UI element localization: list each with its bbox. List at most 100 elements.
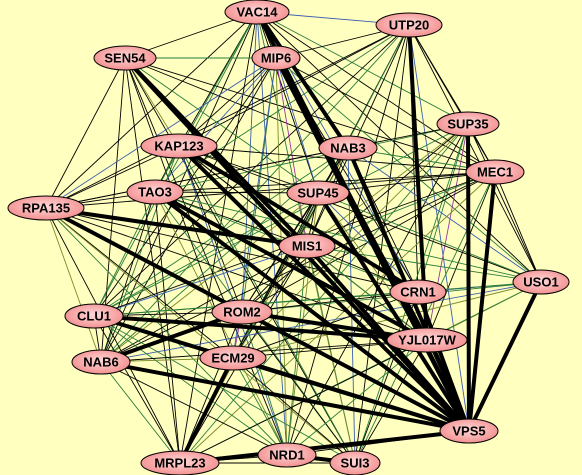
node-yjl017w[interactable]: YJL017W [386, 327, 468, 353]
node-label: VPS5 [452, 424, 485, 439]
edge-mip6-rpa135 [45, 57, 277, 209]
edge-utp20-rpa135 [45, 24, 410, 209]
edge-vac14-sup45 [256, 11, 319, 194]
edge-nab3-rpa135 [45, 147, 349, 209]
edge-sen54-mrpl23 [124, 57, 181, 464]
node-ellipse[interactable] [224, 0, 290, 25]
edge-rpa135-ecm29 [45, 207, 234, 359]
node-label: ROM2 [223, 305, 261, 320]
node-vac14[interactable]: VAC14 [224, 0, 290, 25]
edge-mec1-mis1 [306, 171, 496, 247]
node-rpa135[interactable]: RPA135 [7, 195, 85, 221]
edge-rpa135-mrpl23 [45, 207, 181, 464]
edge-vac14-tao3 [154, 11, 258, 193]
edge-mec1-yjl017w [426, 171, 496, 341]
node-ellipse[interactable] [318, 135, 378, 161]
node-ellipse[interactable] [257, 442, 317, 468]
thick-edge-nab6-vps5 [99, 360, 471, 433]
edge-uso1-rom2 [241, 281, 542, 313]
node-label: NAB6 [83, 355, 118, 370]
node-label: NAB3 [330, 141, 365, 156]
node-mec1[interactable]: MEC1 [465, 159, 525, 185]
edge-sup35-yjl017w [426, 123, 469, 341]
node-label: MEC1 [477, 165, 513, 180]
node-ellipse[interactable] [465, 159, 525, 185]
node-ellipse[interactable] [439, 418, 499, 444]
node-kap123[interactable]: KAP123 [140, 133, 218, 159]
edge-mis1-yjl017w [306, 245, 428, 341]
edge-utp20-vps5 [408, 24, 470, 432]
node-ellipse[interactable] [278, 233, 336, 259]
node-ellipse[interactable] [329, 450, 381, 475]
node-label: TAO3 [138, 185, 172, 200]
node-ellipse[interactable] [64, 303, 124, 329]
node-ellipse[interactable] [140, 133, 218, 159]
node-mip6[interactable]: MIP6 [251, 45, 301, 71]
edge-clu1-nrd1 [93, 315, 288, 456]
node-label: MIS1 [292, 239, 322, 254]
thick-edge-crn1-vps5 [416, 290, 471, 433]
edge-crn1-sui3 [354, 291, 419, 464]
node-ecm29[interactable]: ECM29 [199, 345, 267, 371]
edge-kap123-sui3 [178, 145, 356, 464]
edge-sup45-rom2 [241, 192, 319, 313]
thick-edge-vac14-vps5 [255, 10, 471, 433]
edge-clu1-mrpl23 [93, 315, 181, 464]
node-label: CLU1 [77, 309, 111, 324]
edge-mip6-uso1 [275, 57, 542, 283]
node-ellipse[interactable] [140, 450, 220, 475]
edge-kap123-rom2 [178, 145, 243, 313]
node-vps5[interactable]: VPS5 [439, 418, 499, 444]
thick-edge-uso1-vps5 [467, 280, 543, 433]
node-utp20[interactable]: UTP20 [375, 12, 443, 38]
node-ellipse[interactable] [286, 180, 350, 206]
node-ellipse[interactable] [126, 179, 184, 205]
node-sui3[interactable]: SUI3 [329, 450, 381, 475]
edge-yjl017w-nab6 [100, 339, 428, 363]
node-nab3[interactable]: NAB3 [318, 135, 378, 161]
node-rom2[interactable]: ROM2 [211, 299, 273, 325]
thick-edge-kap123-vps5 [177, 144, 471, 433]
edge-sen54-sup45 [124, 57, 319, 194]
node-label: YJL017W [398, 333, 457, 348]
node-ellipse[interactable] [71, 349, 131, 375]
node-ellipse[interactable] [436, 111, 500, 137]
edge-mip6-sup45 [275, 57, 319, 194]
edge-mis1-ecm29 [232, 245, 308, 359]
node-label: SUP45 [297, 186, 338, 201]
node-ellipse[interactable] [7, 195, 85, 221]
node-mrpl23[interactable]: MRPL23 [140, 450, 220, 475]
node-label: NRD1 [269, 448, 304, 463]
thick-edge-sen54-mis1 [123, 56, 309, 248]
node-mis1[interactable]: MIS1 [278, 233, 336, 259]
edge-kap123-clu1 [93, 145, 180, 317]
edge-vac14-uso1 [256, 11, 542, 283]
node-uso1[interactable]: USO1 [512, 269, 570, 295]
node-ellipse[interactable] [512, 269, 570, 295]
edge-sen54-kap123 [124, 57, 180, 147]
node-ellipse[interactable] [386, 327, 468, 353]
node-label: USO1 [523, 275, 558, 290]
edge-ecm29-nrd1 [232, 357, 288, 456]
node-ellipse[interactable] [199, 345, 267, 371]
node-nrd1[interactable]: NRD1 [257, 442, 317, 468]
node-sup35[interactable]: SUP35 [436, 111, 500, 137]
node-sen54[interactable]: SEN54 [93, 45, 157, 71]
node-ellipse[interactable] [389, 279, 447, 305]
node-crn1[interactable]: CRN1 [389, 279, 447, 305]
node-label: RPA135 [22, 201, 70, 216]
node-ellipse[interactable] [93, 45, 157, 71]
node-ellipse[interactable] [211, 299, 273, 325]
edge-nab6-nrd1 [100, 361, 288, 456]
node-ellipse[interactable] [251, 45, 301, 71]
node-tao3[interactable]: TAO3 [126, 179, 184, 205]
node-label: KAP123 [154, 139, 203, 154]
node-ellipse[interactable] [375, 12, 443, 38]
edge-mec1-rpa135 [45, 171, 496, 209]
node-sup45[interactable]: SUP45 [286, 180, 350, 206]
node-clu1[interactable]: CLU1 [64, 303, 124, 329]
edge-mip6-tao3 [154, 57, 277, 193]
node-nab6[interactable]: NAB6 [71, 349, 131, 375]
